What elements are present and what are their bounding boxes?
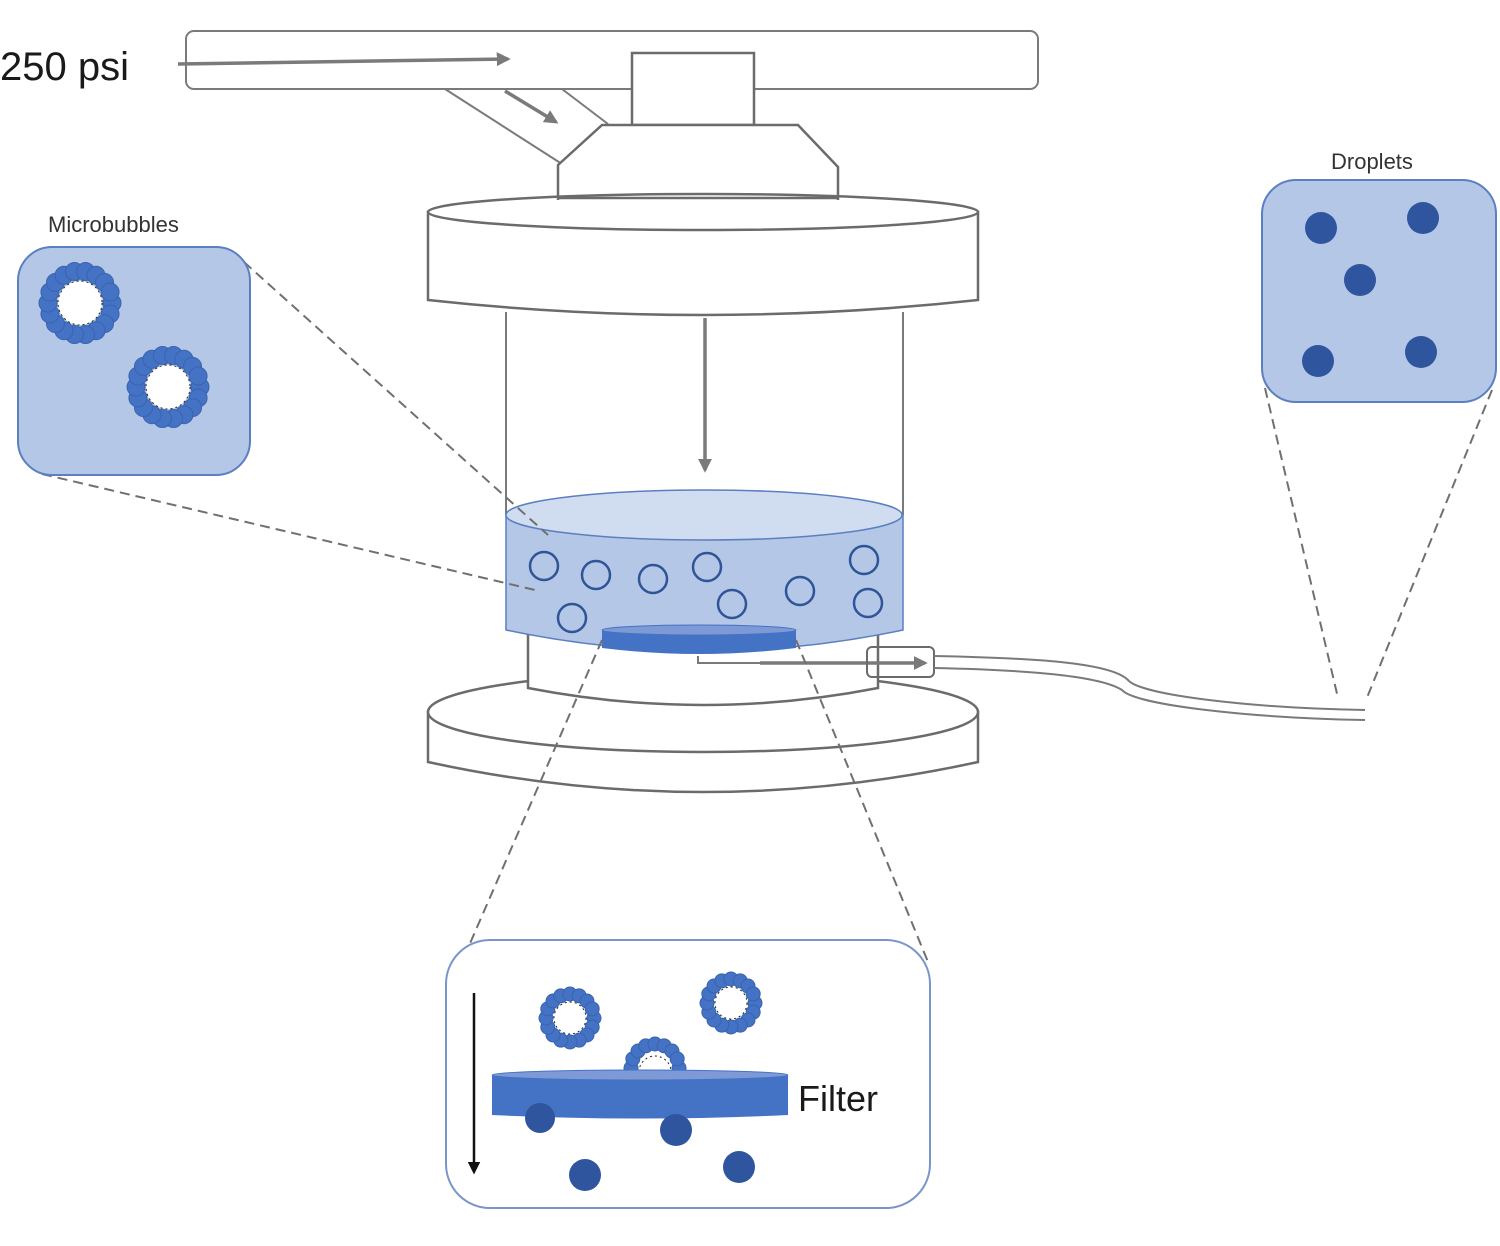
cell-microbubble: [848, 544, 880, 576]
droplet: [1407, 202, 1439, 234]
cell-cap: [556, 123, 840, 200]
droplet: [525, 1103, 555, 1133]
outlet-tube: [933, 655, 1366, 711]
cell-microbubble: [528, 550, 560, 582]
filter-label: Filter: [798, 1078, 878, 1119]
callout-lines: [41, 261, 1493, 963]
microbubble: [699, 971, 763, 1035]
droplet: [1302, 345, 1334, 377]
microbubbles-label: Microbubbles: [48, 212, 179, 237]
outlet: [697, 646, 1366, 721]
droplet: [1344, 264, 1376, 296]
microbubble: [126, 345, 210, 429]
microbubble: [623, 1036, 687, 1076]
cylinder-body: [505, 312, 904, 515]
cell-microbubble: [852, 587, 884, 619]
microbubbles-inset: Microbubbles: [17, 212, 251, 476]
droplet: [660, 1114, 692, 1146]
filter-disk: [491, 1069, 789, 1119]
outlet-fitting: [866, 646, 935, 678]
cell-microbubbles: [528, 544, 884, 634]
inlet-flow-arrow: [504, 89, 559, 124]
cell-filter: [601, 624, 797, 654]
lower-flange: [426, 628, 980, 794]
droplet: [569, 1159, 601, 1191]
cell-microbubble: [580, 559, 612, 591]
droplet: [1405, 336, 1437, 368]
cell-microbubble: [716, 588, 748, 620]
cell-microbubble: [637, 563, 669, 595]
upper-flange: [426, 192, 980, 317]
droplets-inset: Droplets: [1261, 149, 1497, 403]
cell-microbubble: [556, 602, 588, 634]
pressure-label: 250 psi: [0, 45, 129, 89]
droplet: [723, 1151, 755, 1183]
filter-inset: Filter: [445, 939, 931, 1209]
top-knob: [630, 51, 756, 127]
microbubble: [538, 986, 602, 1050]
droplet: [1305, 212, 1337, 244]
gas-supply-line: [185, 30, 1039, 90]
liquid-column: [505, 489, 904, 652]
inlet-tube: [444, 88, 609, 165]
microbubble: [38, 261, 122, 345]
cell-microbubble: [784, 575, 816, 607]
pressure-arrow: [177, 52, 511, 67]
droplets-label: Droplets: [1331, 149, 1413, 174]
cell-microbubble: [691, 551, 723, 583]
